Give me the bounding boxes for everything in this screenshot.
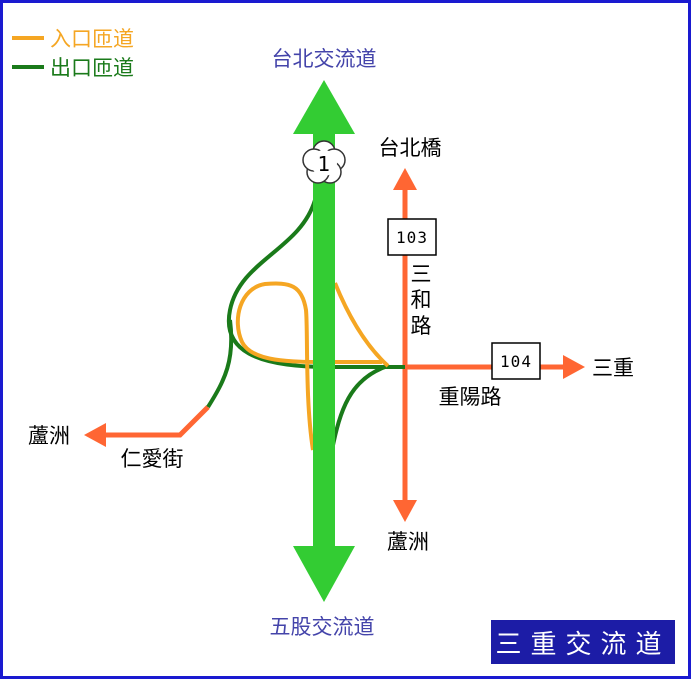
sanhe-road-south-arrow — [393, 500, 417, 522]
sanhe-road-label-2: 和 — [411, 288, 432, 312]
sanhe-road-label-3: 路 — [411, 314, 432, 338]
sanchong-label: 三重 — [592, 356, 634, 380]
legend-entrance-label: 入口匝道 — [50, 27, 134, 51]
luzhou-west-label: 蘆洲 — [28, 424, 70, 448]
renai-street-line — [100, 405, 210, 438]
luzhou-south-label: 蘆洲 — [387, 530, 429, 554]
legend-exit-label: 出口匝道 — [50, 56, 134, 80]
exit-ramp-south — [330, 365, 386, 451]
taipei-bridge-label: 台北橋 — [379, 136, 442, 160]
route-104-number: 104 — [500, 352, 532, 371]
route-103-number: 103 — [396, 228, 428, 247]
chongyang-road-label: 重陽路 — [439, 385, 502, 409]
renai-street-west-arrow — [84, 423, 106, 447]
freeway-shield-icon: 1 — [302, 140, 346, 184]
entrance-ramp-loop — [235, 281, 382, 451]
south-interchange-label: 五股交流道 — [270, 615, 375, 639]
chongyang-road-east-arrow — [563, 355, 585, 379]
sanhe-road-label-1: 三 — [411, 262, 432, 286]
interchange-title: 三重交流道 — [489, 618, 677, 666]
freeway-line — [313, 112, 335, 560]
route-103-shield: 103 — [387, 218, 437, 256]
exit-ramp-north — [226, 199, 405, 369]
freeway-south-arrow — [293, 546, 355, 602]
freeway-shield-number: 1 — [318, 152, 331, 176]
renai-street-label: 仁愛街 — [121, 447, 184, 471]
exit-ramp-renai — [206, 319, 234, 409]
route-104-shield: 104 — [491, 342, 541, 380]
freeway-north-arrow — [293, 80, 355, 134]
sanhe-road-north-arrow — [393, 168, 417, 190]
entrance-ramp-north — [333, 282, 390, 368]
north-interchange-label: 台北交流道 — [272, 47, 377, 71]
